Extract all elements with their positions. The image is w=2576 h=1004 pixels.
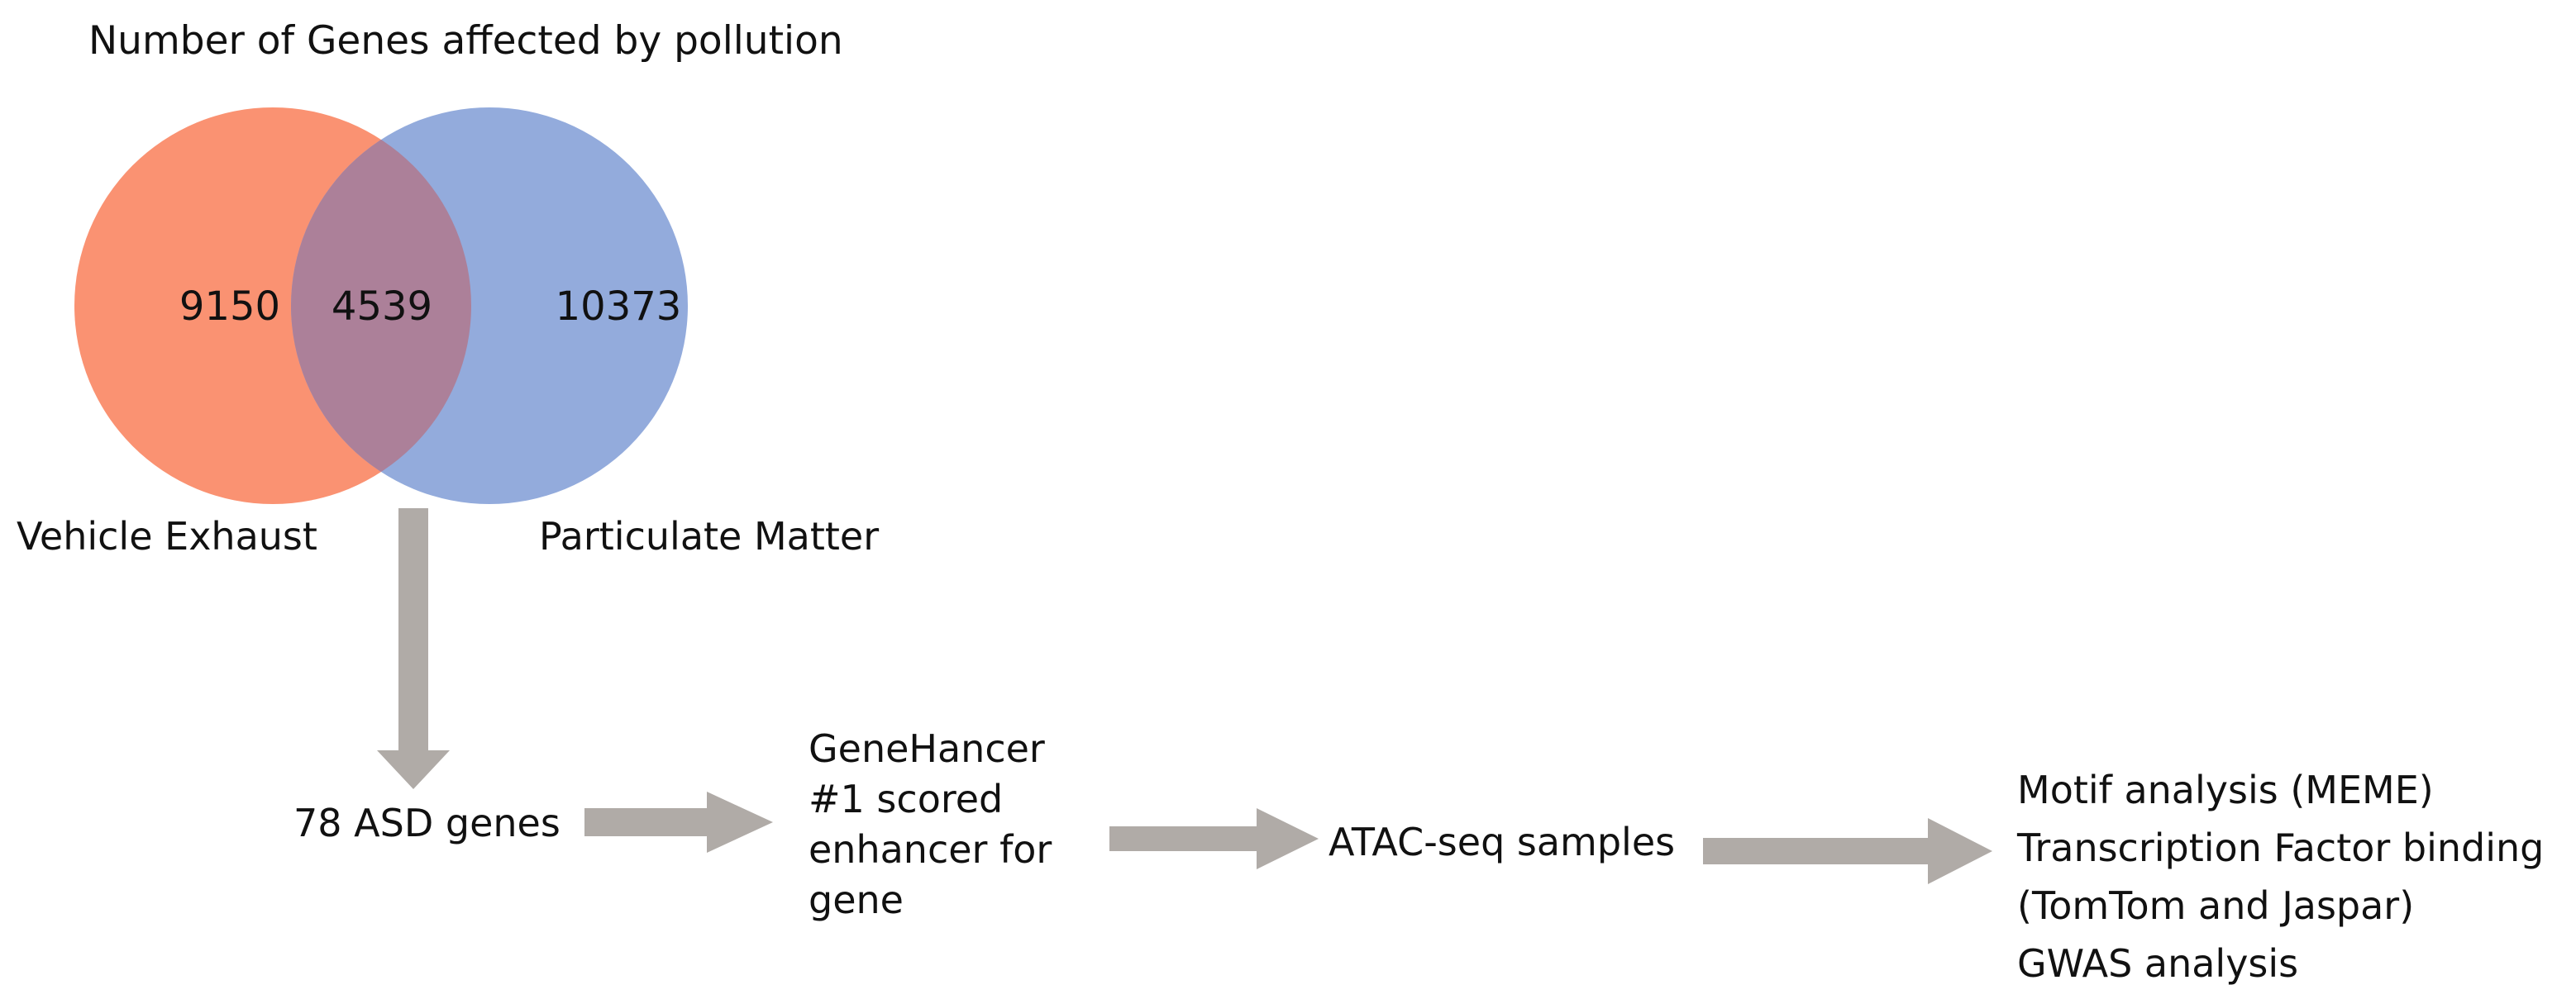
flow-arrows xyxy=(377,508,1992,884)
genehancer-line-2: #1 scored xyxy=(809,777,1003,821)
analysis-line-3: (TomTom and Jaspar) xyxy=(2017,883,2414,928)
analysis-label: Motif analysis (MEME) Transcription Fact… xyxy=(2016,768,2544,986)
genehancer-line-3: enhancer for xyxy=(809,827,1052,872)
analysis-line-2: Transcription Factor binding xyxy=(2016,826,2544,870)
analysis-line-4: GWAS analysis xyxy=(2017,941,2298,986)
atac-seq-label: ATAC-seq samples xyxy=(1329,820,1675,864)
asd-genes-label: 78 ASD genes xyxy=(293,801,561,845)
venn-title: Number of Genes affected by pollution xyxy=(88,18,843,64)
right-only-count: 10373 xyxy=(556,283,682,330)
vehicle-exhaust-label: Vehicle Exhaust xyxy=(17,514,317,559)
genehancer-line-4: gene xyxy=(809,878,904,922)
left-only-count: 9150 xyxy=(179,283,280,330)
genehancer-label: GeneHancer #1 scored enhancer for gene xyxy=(809,726,1052,922)
down-arrow xyxy=(377,508,450,789)
overlap-count: 4539 xyxy=(332,283,432,330)
venn-diagram: 9150 4539 10373 xyxy=(74,107,688,504)
genehancer-line-1: GeneHancer xyxy=(809,726,1045,771)
arrow-to-atac xyxy=(1109,808,1319,869)
analysis-line-1: Motif analysis (MEME) xyxy=(2017,768,2434,812)
particulate-matter-label: Particulate Matter xyxy=(539,514,879,559)
venn-overlap-region xyxy=(291,107,471,504)
arrow-to-genehancer xyxy=(584,792,773,853)
arrow-to-analysis xyxy=(1703,818,1992,884)
